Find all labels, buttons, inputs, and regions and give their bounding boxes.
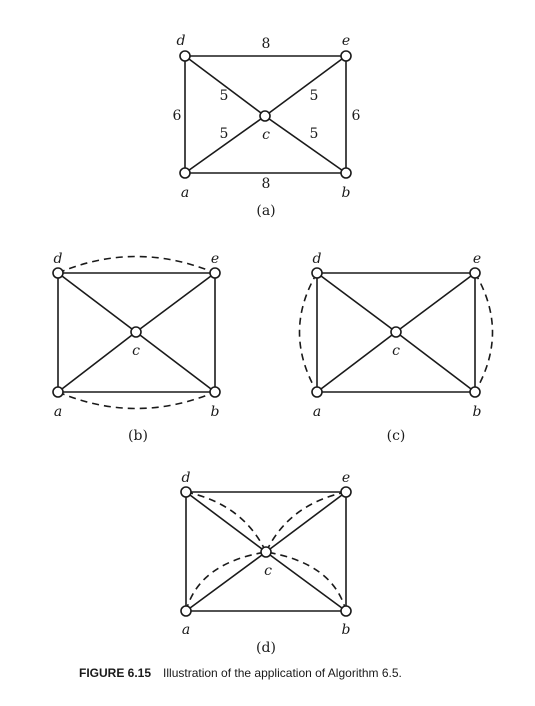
vertex-label-c: c bbox=[392, 343, 400, 359]
edge-bc bbox=[135, 331, 216, 393]
edge-bc bbox=[265, 551, 347, 612]
vertex-label-b: b bbox=[342, 622, 351, 638]
vertex-e bbox=[340, 486, 352, 498]
vertex-label-b: b bbox=[342, 185, 351, 201]
vertex-label-b: b bbox=[211, 404, 220, 420]
edge-bc bbox=[395, 331, 476, 393]
vertex-label-a: a bbox=[181, 185, 189, 201]
weight-ab: 8 bbox=[262, 176, 271, 192]
vertex-label-d: d bbox=[313, 251, 322, 267]
figure-caption-text: Illustration of the application of Algor… bbox=[163, 666, 402, 680]
vertex-e bbox=[340, 50, 352, 62]
vertex-d bbox=[180, 486, 192, 498]
vertex-b bbox=[209, 386, 221, 398]
edge-ac bbox=[184, 115, 266, 174]
vertex-c bbox=[260, 546, 272, 558]
weight-eb: 6 bbox=[352, 108, 361, 124]
dashed-edge-dc bbox=[185, 491, 267, 553]
edge-ec bbox=[264, 55, 347, 117]
edge-dc bbox=[184, 55, 266, 117]
vertex-label-e: e bbox=[211, 251, 219, 267]
vertex-a bbox=[311, 386, 323, 398]
vertex-label-b: b bbox=[473, 404, 482, 420]
vertex-c bbox=[390, 326, 402, 338]
vertex-d bbox=[311, 267, 323, 279]
weight-de: 8 bbox=[262, 36, 271, 52]
panel-d: d e a b c (d) bbox=[180, 470, 352, 656]
panel-label-d: (d) bbox=[256, 640, 276, 656]
vertex-d bbox=[52, 267, 64, 279]
edge-ec bbox=[265, 491, 347, 553]
vertex-a bbox=[179, 167, 191, 179]
vertex-a bbox=[180, 605, 192, 617]
vertex-label-a: a bbox=[182, 622, 190, 638]
vertex-c bbox=[130, 326, 142, 338]
weight-da: 6 bbox=[173, 108, 182, 124]
vertex-b bbox=[340, 167, 352, 179]
edge-dc bbox=[185, 491, 267, 553]
vertex-label-e: e bbox=[473, 251, 481, 267]
weight-ec: 5 bbox=[310, 88, 319, 104]
vertex-label-e: e bbox=[342, 470, 350, 486]
vertex-label-c: c bbox=[264, 563, 272, 579]
panel-c: d e a b c (c) bbox=[298, 251, 494, 444]
panel-label-a: (a) bbox=[256, 203, 275, 219]
vertex-e bbox=[469, 267, 481, 279]
vertex-label-d: d bbox=[54, 251, 63, 267]
weight-ac: 5 bbox=[220, 126, 229, 142]
dashed-edge-de bbox=[57, 255, 216, 274]
vertex-b bbox=[469, 386, 481, 398]
dashed-edge-eb bbox=[474, 272, 494, 393]
panel-a: d e a b c 8 8 6 6 5 5 5 5 (a) bbox=[173, 33, 361, 219]
dashed-edge-ab bbox=[57, 391, 216, 410]
edge-ac bbox=[57, 331, 137, 393]
edge-ac bbox=[316, 331, 397, 393]
edge-bc bbox=[264, 115, 347, 174]
vertex-b bbox=[340, 605, 352, 617]
weight-dc: 5 bbox=[220, 88, 229, 104]
vertex-label-a: a bbox=[54, 404, 62, 420]
vertex-label-c: c bbox=[132, 343, 140, 359]
vertex-a bbox=[52, 386, 64, 398]
vertex-label-d: d bbox=[177, 33, 186, 49]
edge-dc bbox=[316, 272, 397, 333]
vertex-d bbox=[179, 50, 191, 62]
edge-ec bbox=[135, 272, 216, 333]
panel-label-c: (c) bbox=[387, 428, 406, 444]
vertex-label-d: d bbox=[182, 470, 191, 486]
vertex-e bbox=[209, 267, 221, 279]
dashed-edge-da bbox=[298, 272, 318, 393]
edge-ac bbox=[185, 551, 267, 612]
figure-caption: FIGURE 6.15 Illustration of the applicat… bbox=[79, 664, 402, 681]
vertex-c bbox=[259, 110, 271, 122]
vertex-label-a: a bbox=[313, 404, 321, 420]
edge-ec bbox=[395, 272, 476, 333]
figure-number: FIGURE 6.15 bbox=[79, 666, 151, 680]
vertex-label-e: e bbox=[342, 33, 350, 49]
panel-b: d e a b c (b) bbox=[52, 251, 221, 444]
vertex-label-c: c bbox=[262, 127, 270, 143]
edge-dc bbox=[57, 272, 137, 333]
panel-label-b: (b) bbox=[128, 428, 148, 444]
weight-bc: 5 bbox=[310, 126, 319, 142]
dashed-edge-ec bbox=[265, 491, 347, 553]
